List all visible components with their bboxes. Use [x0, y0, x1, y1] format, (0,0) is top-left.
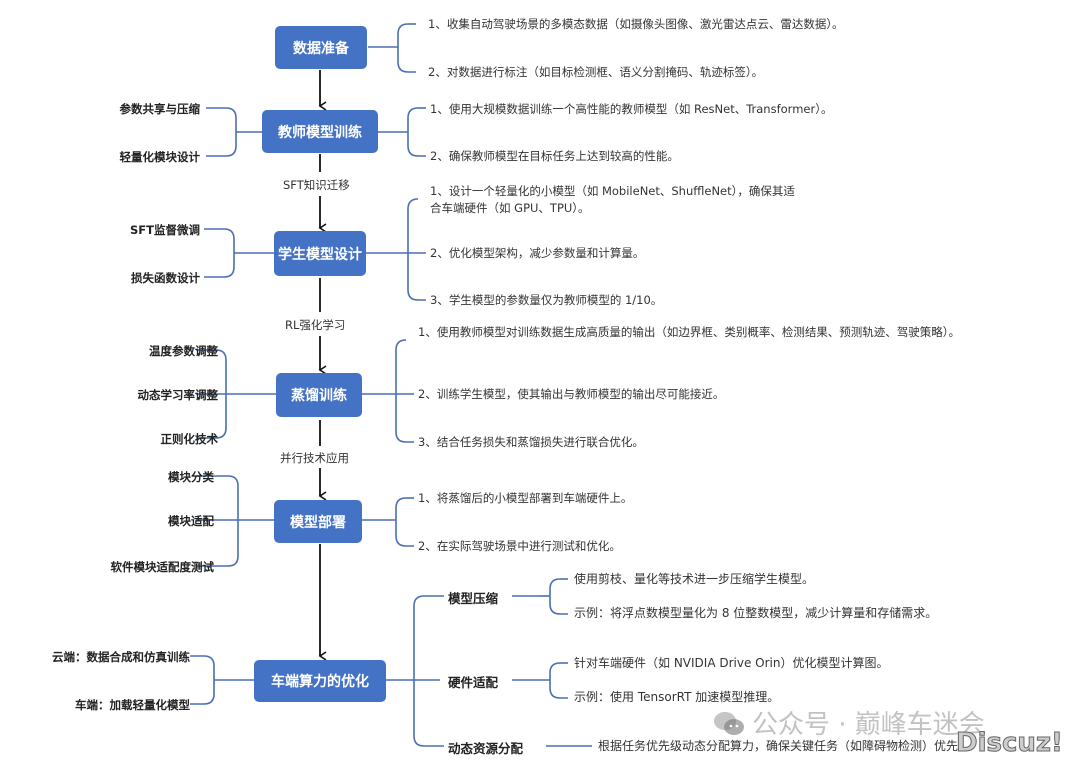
stage-box-deployment[interactable]: 模型部署: [274, 500, 362, 543]
detail-text: 1、使用大规模数据训练一个高性能的教师模型（如 ResNet、Transform…: [430, 102, 833, 116]
side-label: 动态学习率调整: [137, 388, 219, 402]
side-label: 车端：加载轻量化模型: [75, 698, 190, 712]
side-label: 云端：数据合成和仿真训练: [52, 650, 190, 664]
detail-text: 2、训练学生模型，使其输出与教师模型的输出尽可能接近。: [418, 387, 725, 401]
optimization-label: 模型压缩: [448, 591, 499, 606]
optimization-item: 示例：将浮点数模型量化为 8 位整数模型，减少计算量和存储需求。: [574, 606, 938, 620]
detail-text: 3、学生模型的参数量仅为教师模型的 1/10。: [430, 293, 663, 307]
detail-text: 2、确保教师模型在目标任务上达到较高的性能。: [430, 149, 679, 163]
side-label: 参数共享与压缩: [119, 102, 201, 116]
detail-text: 1、使用教师模型对训练数据生成高质量的输出（如边界框、类别概率、检测结果、预测轨…: [418, 325, 961, 339]
side-label: 模块分类: [168, 470, 214, 484]
stage-box-vehicle-compute[interactable]: 车端算力的优化: [254, 660, 386, 702]
side-label: 模块适配: [168, 514, 214, 528]
forum-watermark: Discuz!: [956, 728, 1064, 759]
detail-text: 1、将蒸馏后的小模型部署到车端硬件上。: [418, 491, 633, 505]
side-label: 轻量化模块设计: [119, 150, 201, 164]
optimization-label: 动态资源分配: [448, 741, 524, 756]
stage-box-teacher-training[interactable]: 教师模型训练: [262, 110, 378, 153]
side-label: 损失函数设计: [131, 271, 200, 285]
transition-label: 并行技术应用: [280, 451, 349, 465]
wechat-icon: [712, 710, 746, 738]
watermark-text: 公众号 · 巅峰车迷会: [752, 710, 985, 740]
detail-text: 2、优化模型架构，减少参数量和计算量。: [430, 246, 645, 260]
stage-box-student-design[interactable]: 学生模型设计: [274, 231, 366, 276]
detail-text: 2、在实际驾驶场景中进行测试和优化。: [418, 539, 621, 553]
transition-label: SFT知识迁移: [283, 178, 350, 192]
side-label: 软件模块适配度测试: [110, 560, 215, 574]
transition-label: RL强化学习: [285, 318, 346, 332]
side-label: SFT监督微调: [130, 223, 200, 237]
optimization-item: 针对车端硬件（如 NVIDIA Drive Orin）优化模型计算图。: [574, 656, 889, 670]
optimization-label: 硬件适配: [448, 675, 499, 690]
side-label: 温度参数调整: [149, 344, 218, 358]
detail-text: 1、收集自动驾驶场景的多模态数据（如摄像头图像、激光雷达点云、雷达数据）。: [428, 17, 844, 31]
optimization-item: 使用剪枝、量化等技术进一步压缩学生模型。: [574, 572, 815, 586]
stage-box-distillation[interactable]: 蒸馏训练: [276, 373, 362, 417]
detail-text: 3、结合任务损失和蒸馏损失进行联合优化。: [418, 435, 644, 449]
optimization-item: 根据任务优先级动态分配算力，确保关键任务（如障碍物检测）优先: [598, 739, 959, 753]
optimization-item: 示例：使用 TensorRT 加速模型推理。: [574, 690, 780, 704]
detail-text: 1、设计一个轻量化的小模型（如 MobileNet、ShuffleNet），确保…: [430, 184, 795, 215]
side-label: 正则化技术: [160, 432, 219, 446]
detail-text: 2、对数据进行标注（如目标检测框、语义分割掩码、轨迹标签）。: [428, 65, 764, 79]
stage-box-data-prep[interactable]: 数据准备: [275, 26, 367, 69]
